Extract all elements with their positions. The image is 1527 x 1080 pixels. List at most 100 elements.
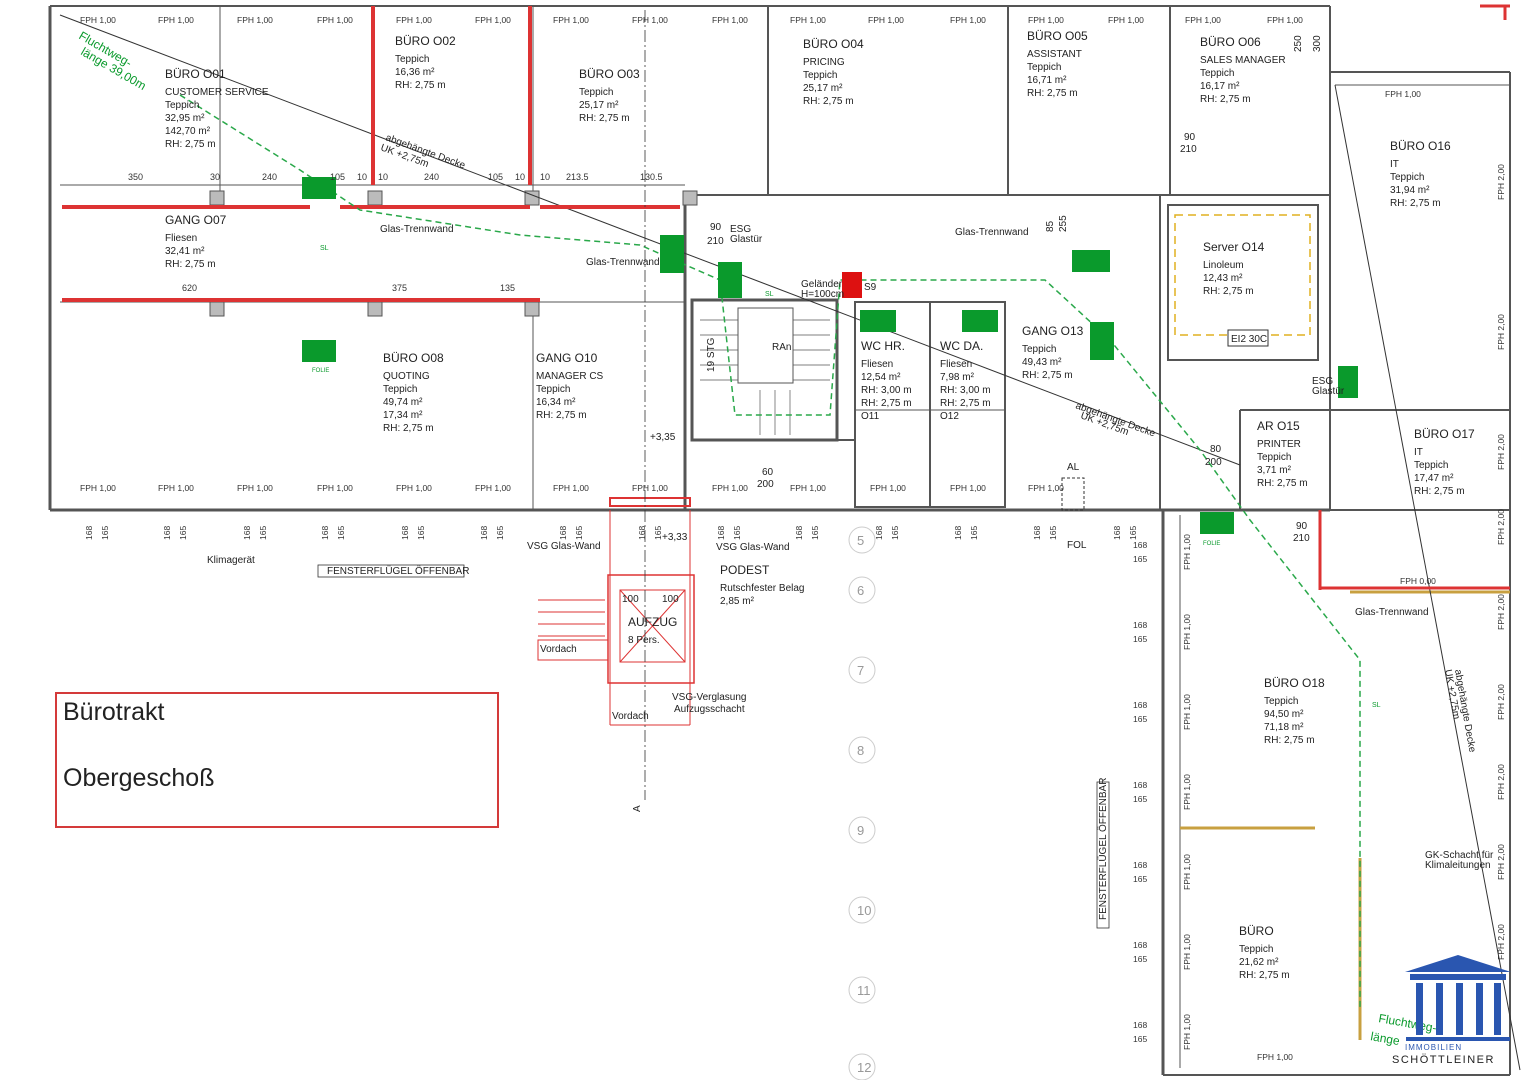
fph-vertical-label: FPH 2,00: [1496, 509, 1506, 545]
window-dim-b: 165: [1133, 874, 1147, 884]
glastuer-label-2: Glastür: [1312, 386, 1345, 397]
room-detail: 71,18 m²: [1264, 722, 1304, 733]
room-detail: 16,71 m²: [1027, 75, 1067, 86]
room-detail: 12,43 m²: [1203, 273, 1243, 284]
window-dim-a: 168: [637, 526, 647, 540]
sl-label-2: SL: [765, 291, 774, 298]
room-detail: 25,17 m²: [803, 83, 843, 94]
room-detail: RH: 2,75 m: [1027, 88, 1078, 99]
room-detail: Rutschfester Belag: [720, 583, 805, 594]
glastuer-label: Glastür: [730, 234, 763, 245]
room-name: GANG O07: [165, 213, 227, 227]
glas-trennwand-label: Glas-Trennwand: [380, 224, 454, 235]
room-detail: RH: 2,75 m: [1414, 486, 1465, 497]
window-dim-b: 165: [258, 526, 268, 540]
gelaender-height: H=100cm: [801, 289, 844, 300]
window-openable-label: FENSTERFLÜGEL ÖFFENBAR: [327, 565, 469, 577]
room-detail: RH: 2,75 m: [803, 96, 854, 107]
window-dim-b: 165: [890, 526, 900, 540]
window-dim-a: 168: [84, 526, 94, 540]
window-dim-a: 168: [400, 526, 410, 540]
fph-label: FPH 1,00: [950, 15, 986, 25]
door-dim-85: 85: [1045, 220, 1056, 232]
window-dim-a: 168: [242, 526, 252, 540]
dimension-label: 10: [357, 172, 367, 182]
vsg-wall-label: VSG Glas-Wand: [527, 541, 601, 552]
sl-label-3: SL: [1372, 702, 1381, 709]
fph-label: FPH 1,00: [158, 483, 194, 493]
dimension-label: 375: [392, 283, 407, 293]
window-dim-b: 165: [1133, 554, 1147, 564]
folie-label: FOLIE: [312, 368, 329, 374]
annotations: Glas-Trennwand Glas-Trennwand Glas-Trenn…: [77, 10, 1494, 1062]
room-detail: 17,34 m²: [383, 410, 423, 421]
exit-sign-icon: [1090, 322, 1114, 360]
exit-signs: [302, 177, 1358, 534]
room-detail: 21,62 m²: [1239, 957, 1279, 968]
window-dim-a: 168: [1133, 540, 1147, 550]
elevator-dim-1: 100: [622, 594, 639, 605]
grid-axis-number: 8: [857, 743, 864, 758]
room-detail: IT: [1390, 159, 1399, 170]
window-dim-a: 168: [1133, 860, 1147, 870]
room-detail: 7,98 m²: [940, 372, 975, 383]
room-detail: RH: 2,75 m: [861, 398, 912, 409]
room-detail: Teppich: [1200, 68, 1234, 79]
room-name: BÜRO O05: [1027, 29, 1088, 43]
fph-vertical-label: FPH 2,00: [1496, 764, 1506, 800]
exit-sign-icon: [1338, 366, 1358, 398]
company-logo-icon: [1405, 955, 1511, 1041]
fph-label: FPH 1,00: [317, 15, 353, 25]
fph-label: FPH 1,00: [1028, 483, 1064, 493]
fph-label: FPH 1,00: [632, 15, 668, 25]
window-dim-b: 165: [653, 526, 663, 540]
exit-sign-icon: [302, 340, 336, 362]
room-detail: Teppich: [536, 384, 570, 395]
fph-vertical-label: FPH 1,00: [1182, 854, 1192, 890]
klimaleitungen-label: Klimaleitungen: [1425, 860, 1491, 871]
glas-trennwand-label-4: Glas-Trennwand: [1355, 607, 1429, 618]
dimension-label: 350: [128, 172, 143, 182]
fire-extinguisher-icon: [842, 272, 862, 298]
room-name: BÜRO O01: [165, 67, 226, 81]
window-dim-b: 165: [810, 526, 820, 540]
vordach-label-2: Vordach: [612, 711, 649, 722]
room-detail: 32,95 m²: [165, 113, 205, 124]
room-detail: RH: 2,75 m: [1022, 370, 1073, 381]
aufzugsschacht-label: Aufzugsschacht: [674, 704, 745, 715]
room-detail: ASSISTANT: [1027, 49, 1082, 60]
room-name: AUFZUG: [628, 615, 677, 629]
fph-label: FPH 1,00: [317, 483, 353, 493]
fph-vertical-label: FPH 2,00: [1496, 594, 1506, 630]
fph-label: FPH 1,00: [475, 15, 511, 25]
window-dim-b: 165: [178, 526, 188, 540]
window-dim-a: 168: [162, 526, 172, 540]
door-dim-255: 255: [1058, 215, 1069, 232]
dimension-label: 10: [378, 172, 388, 182]
grid-axis-circle: [848, 816, 876, 844]
fph-label: FPH 1,00: [80, 483, 116, 493]
room-detail: 16,17 m²: [1200, 81, 1240, 92]
dimension-label: 240: [262, 172, 277, 182]
klimageraet-label: Klimagerät: [207, 555, 255, 566]
window-dim-b: 165: [495, 526, 505, 540]
room-detail: RH: 2,75 m: [1264, 735, 1315, 746]
fph-label: FPH 1,00: [870, 483, 906, 493]
window-dim-b: 165: [1128, 526, 1138, 540]
room-name: PODEST: [720, 563, 770, 577]
door-width-5: 60: [762, 467, 774, 478]
room-detail: RH: 2,75 m: [1239, 970, 1290, 981]
window-dim-b: 165: [1133, 1034, 1147, 1044]
grid-axis-number: 9: [857, 823, 864, 838]
room-name: BÜRO O02: [395, 34, 456, 48]
window-dim-a: 168: [1112, 526, 1122, 540]
